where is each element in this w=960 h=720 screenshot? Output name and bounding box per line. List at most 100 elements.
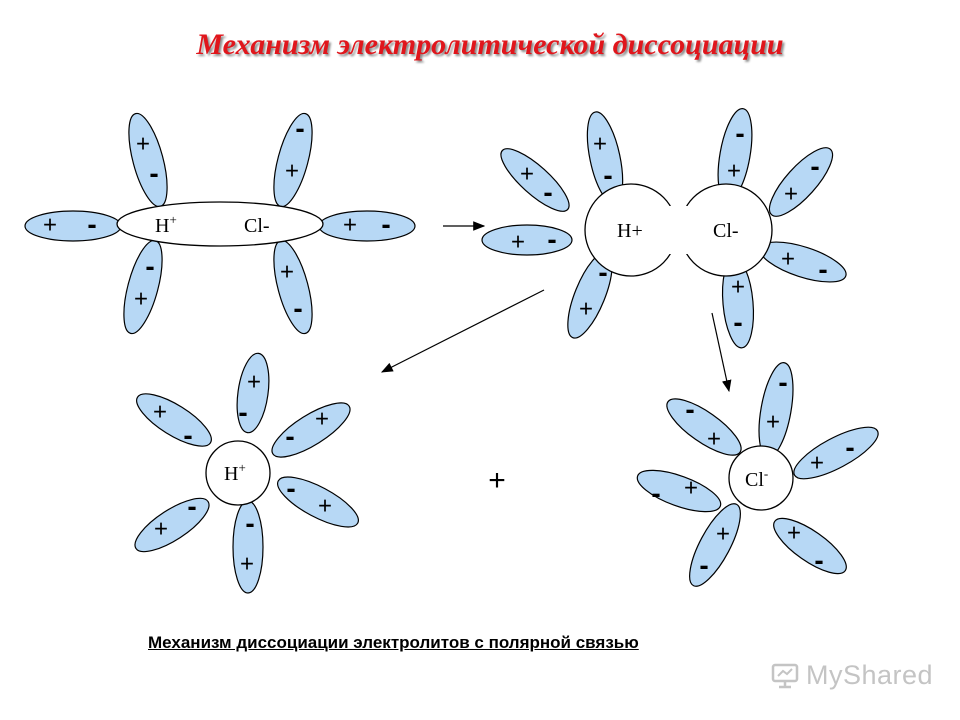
h-ion-circle	[205, 440, 271, 506]
plus-sign: +	[766, 408, 780, 435]
stage-1-molecule-group: +--++-+--++- H+ Cl-	[24, 112, 416, 335]
minus-sign: -	[598, 256, 607, 287]
hcl-molecule	[116, 201, 324, 247]
water-dipole	[768, 147, 834, 217]
minus-sign: -	[286, 472, 295, 503]
minus-sign: -	[187, 490, 196, 521]
plus-sign: +	[520, 160, 534, 187]
water-dipole	[773, 517, 847, 575]
plus-sign: +	[727, 157, 741, 184]
minus-sign: -	[778, 366, 787, 397]
dipole-3-lower-left: -+	[134, 490, 210, 553]
minus-sign: -	[814, 544, 823, 575]
h-ion-label: H+	[224, 460, 246, 485]
diagram-caption: Механизм диссоциации электролитов с поля…	[148, 633, 639, 652]
dipole-4-left: -+	[636, 469, 722, 513]
dipole-4-lower-right: +-	[773, 517, 847, 575]
h-label: H+	[155, 212, 177, 237]
water-dipole	[271, 402, 351, 458]
dipole-top-right: -+	[273, 112, 313, 208]
dipole-3-upper-left: +-	[136, 393, 212, 450]
water-dipole	[24, 210, 122, 242]
minus-sign: -	[87, 208, 96, 239]
plus-sign: +	[247, 368, 261, 395]
plus-sign: +	[318, 492, 332, 519]
minus-sign: -	[285, 420, 294, 451]
water-dipole	[134, 497, 210, 553]
minus-sign: -	[543, 176, 552, 207]
hydrated-h-ion-group: +-+-+--+-+-+ H+	[134, 352, 359, 594]
cl-label: Cl-	[244, 215, 270, 237]
dipole-2-top-left: +-	[586, 111, 624, 205]
minus-sign: -	[699, 549, 708, 580]
plus-sign: +	[343, 211, 357, 238]
minus-sign: -	[810, 150, 819, 181]
minus-sign: -	[293, 292, 302, 323]
dipole-3-upper-right: +-	[271, 402, 351, 458]
minus-sign: -	[245, 507, 254, 538]
plus-sign: +	[731, 273, 745, 300]
water-dipole	[136, 393, 212, 447]
cl-label-2: Cl-	[713, 220, 739, 242]
arrow-to-hydrated-cl	[711, 312, 732, 393]
plus-sign: +	[285, 157, 299, 184]
cl-ion-circle	[728, 445, 794, 511]
water-dipole	[793, 426, 879, 480]
minus-sign: -	[735, 117, 744, 148]
combine-plus-sign: +	[488, 464, 506, 497]
h-label-2: H+	[617, 220, 643, 242]
dipole-2-upper-right: -+	[768, 147, 834, 217]
dipole-right: +-	[318, 208, 416, 242]
minus-sign: -	[845, 431, 854, 462]
dipole-top-left: +-	[128, 112, 168, 208]
water-dipole	[236, 352, 270, 434]
plus-sign: +	[511, 228, 525, 255]
minus-sign: -	[547, 223, 556, 254]
dipole-left: +-	[24, 208, 122, 242]
plus-sign: +	[716, 520, 730, 547]
minus-sign: -	[238, 396, 247, 427]
dipole-2-left: +-	[481, 223, 573, 256]
dipole-3-lower-right: -+	[277, 472, 359, 528]
dipole-4-lower-left: +-	[689, 503, 741, 587]
minus-sign: -	[733, 306, 742, 337]
hydrated-cl-dipoles: -+-+-+-++-+-	[636, 362, 879, 587]
bond-gap-cover	[660, 206, 700, 254]
plus-sign: +	[43, 211, 57, 238]
water-dipole	[318, 210, 416, 242]
plus-sign: +	[781, 245, 795, 272]
plus-sign: +	[136, 130, 150, 157]
watermark-text: MyShared	[806, 659, 934, 690]
dipole-4-upper-left: -+	[666, 393, 742, 456]
dipole-3-top: +-	[236, 352, 270, 434]
plus-sign: +	[784, 180, 798, 207]
arrow-to-hydrated-h	[380, 289, 545, 373]
plus-sign: +	[134, 285, 148, 312]
stage-2-dipoles: +-+--+-++-+--++-	[481, 108, 847, 349]
plus-sign: +	[707, 425, 721, 452]
dipole-2-top-right: -+	[717, 108, 753, 202]
dipole-bottom-right: +-	[273, 239, 313, 335]
plus-sign: +	[579, 295, 593, 322]
plus-sign: +	[684, 474, 698, 501]
hydrated-cl-ion-group: -+-+-+-++-+- Cl-	[636, 362, 879, 587]
water-dipole	[500, 148, 570, 212]
minus-sign: -	[295, 112, 304, 143]
water-dipole	[689, 503, 741, 587]
stage-1-dipoles: +--++-+--++-	[24, 112, 416, 335]
plus-sign: +	[154, 515, 168, 542]
minus-sign: -	[685, 393, 694, 424]
watermark: MyShared	[770, 655, 945, 695]
plus-sign: +	[153, 398, 167, 425]
dipole-2-upper-left: +-	[500, 148, 570, 212]
hydrated-h-dipoles: +-+-+--+-+-+	[134, 352, 359, 594]
minus-sign: -	[381, 208, 390, 239]
minus-sign: -	[651, 477, 660, 508]
dipole-bottom-left: -+	[123, 239, 163, 335]
minus-sign: -	[149, 157, 158, 188]
minus-sign: -	[603, 159, 612, 190]
water-dipole	[128, 112, 168, 208]
stage-2-molecule-group: +-+--+-++-+--++- H+ Cl-	[481, 108, 847, 349]
cl-ion-label: Cl-	[745, 466, 768, 491]
